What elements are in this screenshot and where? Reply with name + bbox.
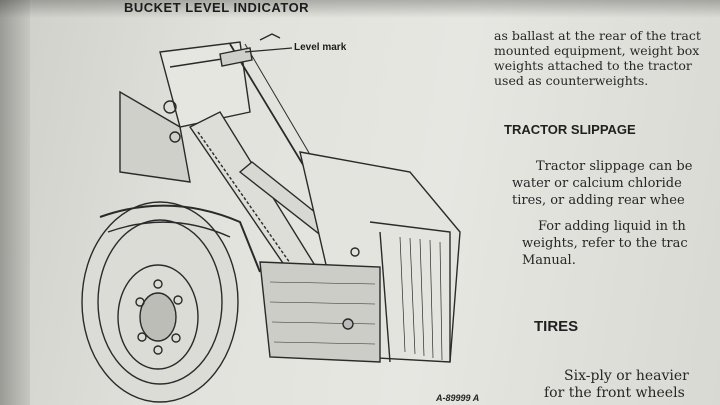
text-line: used as counterweights. bbox=[494, 73, 649, 88]
text-line: mounted equipment, weight box bbox=[494, 43, 700, 58]
text-line: weights attached to the tractor bbox=[494, 58, 692, 73]
text-line: weights, refer to the trac bbox=[522, 236, 688, 251]
tractor-slippage-heading: TRACTOR SLIPPAGE bbox=[504, 122, 636, 137]
text-line: for the front wheels bbox=[544, 385, 685, 401]
bucket-level-illustration bbox=[81, 33, 461, 403]
figure-id: A-89999 A bbox=[436, 393, 480, 403]
level-mark-callout: Level mark bbox=[294, 42, 347, 53]
page-shadow bbox=[0, 0, 720, 18]
text-line: For adding liquid in th bbox=[538, 219, 686, 234]
text-line: Tractor slippage can be bbox=[536, 159, 693, 174]
page-gutter bbox=[0, 0, 30, 405]
tractor-slippage-para2: For adding liquid in th weights, refer t… bbox=[522, 218, 688, 269]
text-line: Manual. bbox=[522, 253, 576, 268]
text-line: water or calcium chloride bbox=[512, 176, 682, 191]
text-line: tires, or adding rear whee bbox=[512, 193, 685, 208]
text-line: Six-ply or heavier bbox=[564, 368, 689, 384]
tires-para1: Six-ply or heavier for the front wheels bbox=[544, 368, 689, 402]
text-column-top: as ballast at the rear of the tract moun… bbox=[494, 28, 720, 88]
tractor-slippage-para1: Tractor slippage can be water or calcium… bbox=[512, 158, 693, 209]
tires-heading: TIRES bbox=[534, 318, 579, 335]
section-heading: BUCKET LEVEL INDICATOR bbox=[124, 0, 310, 15]
text-line: as ballast at the rear of the tract bbox=[494, 28, 701, 43]
